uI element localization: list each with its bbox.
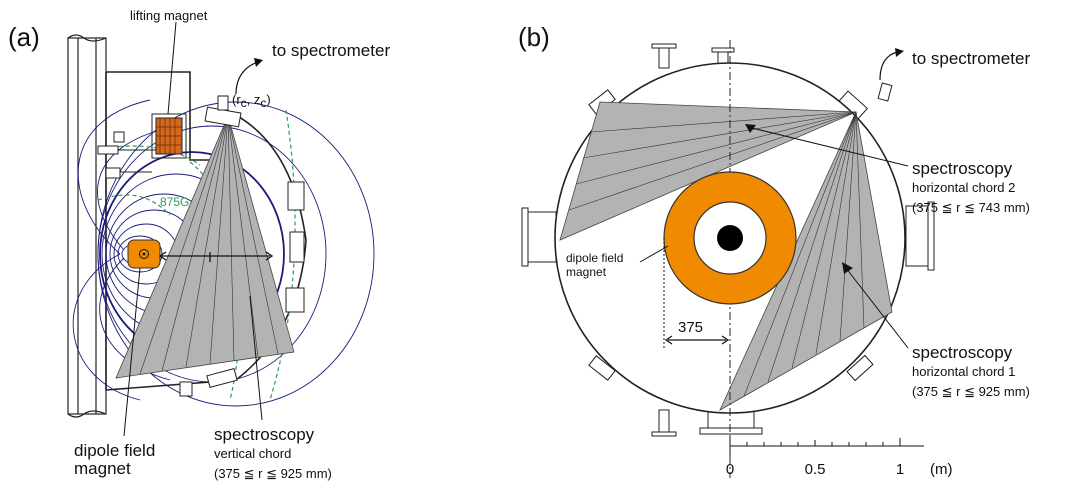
vertical-chord-fan <box>115 114 295 379</box>
chord2-title: spectroscopy <box>912 159 1013 178</box>
chord1-title: spectroscopy <box>912 343 1013 362</box>
dipole-magnet-a <box>127 239 161 269</box>
chord2-range: (375 ≦ r ≦ 743 mm) <box>912 200 1030 215</box>
chord2-sub: horizontal chord 2 <box>912 180 1015 195</box>
dipole-b-leader <box>639 245 669 263</box>
chord2-leader <box>751 127 909 167</box>
spectrometer-arrow-a <box>235 61 259 95</box>
chord1-range: (375 ≦ r ≦ 925 mm) <box>912 384 1030 399</box>
panel-a: (a) <box>8 8 390 481</box>
coordinate-label: (rc, zc) <box>232 92 271 110</box>
ports-a <box>204 106 305 389</box>
vertical-chord-range: (375 ≦ r ≦ 925 mm) <box>214 466 332 481</box>
panel-b: (b) <box>518 22 1030 478</box>
chord2-fan <box>559 101 857 241</box>
resonance-label: 875G <box>160 195 189 209</box>
vessel-wall <box>67 34 107 418</box>
scale-unit: (m) <box>930 461 953 478</box>
chord1-sub: horizontal chord 1 <box>912 364 1015 379</box>
svg-text:(rc, zc): (rc, zc) <box>232 92 271 110</box>
vertical-chord-leader <box>249 295 263 421</box>
lifting-magnet-label: lifting magnet <box>130 8 208 23</box>
lifting-magnet <box>151 113 187 159</box>
dipole-b-label-line2: magnet <box>566 265 607 279</box>
support-rods <box>97 131 193 397</box>
spectrometer-box-a <box>217 95 229 111</box>
dipole-b-label-line1: dipole field <box>566 251 623 265</box>
radius-arrow-a <box>158 251 274 262</box>
dipole-a-label-line2: magnet <box>74 459 131 478</box>
scale-bar <box>729 436 924 456</box>
scale-tick-0-5: 0.5 <box>805 461 826 478</box>
dipole-a-leader <box>123 267 141 437</box>
to-spectrometer-b-label: to spectrometer <box>912 49 1030 68</box>
scale-tick-0: 0 <box>726 461 734 478</box>
spectrometer-box-b <box>877 82 893 102</box>
vertical-chord-sub: vertical chord <box>214 446 291 461</box>
dim-375 <box>663 238 730 348</box>
to-spectrometer-a-label: to spectrometer <box>272 41 390 60</box>
vertical-chord-title: spectroscopy <box>214 425 315 444</box>
scale-tick-1: 1 <box>896 461 904 478</box>
panel-a-label: (a) <box>8 22 40 52</box>
dim-375-label: 375 <box>678 319 703 336</box>
lifting-magnet-leader <box>167 21 177 115</box>
dipole-magnet-b <box>663 171 797 305</box>
spectrometer-arrow-b <box>879 51 899 81</box>
dipole-a-label-line1: dipole field <box>74 441 155 460</box>
chord1-fan <box>719 110 893 411</box>
chord1-leader <box>845 267 909 349</box>
panel-b-label: (b) <box>518 22 550 52</box>
